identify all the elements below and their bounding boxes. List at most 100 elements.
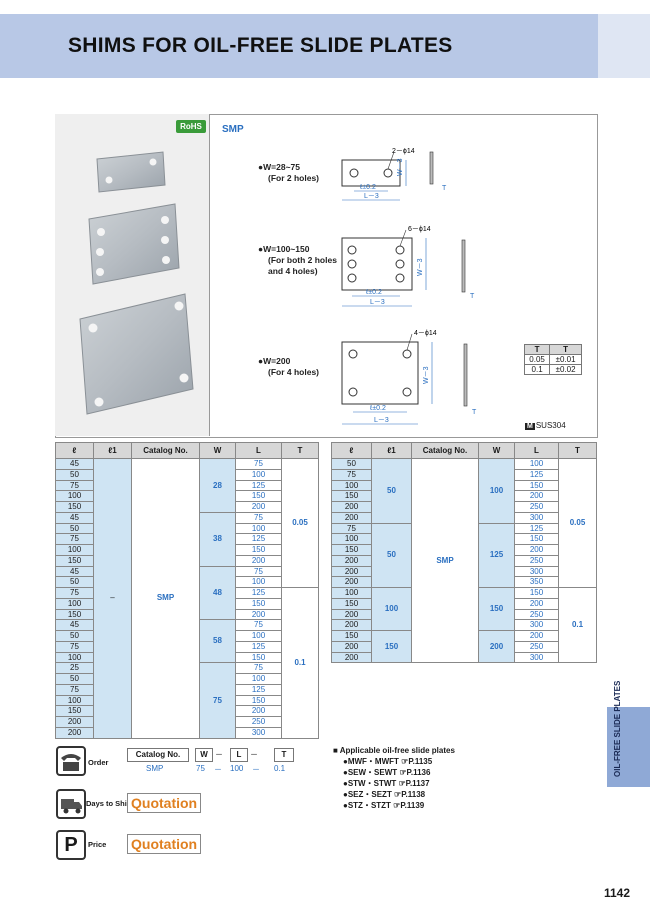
shim-large-image: [79, 293, 194, 415]
cell-l: 50: [55, 468, 94, 481]
cell-l1: 50: [371, 522, 412, 588]
diagram-2-W: W－3: [417, 258, 424, 276]
cell-l: 200: [55, 716, 94, 728]
cell-L: 125: [235, 587, 282, 599]
order-t-cell: T: [274, 748, 294, 762]
diagram-3: 4－ϕ14 ℓ±0.2 L－3 W－3 T: [336, 328, 486, 437]
cell-l: 75: [331, 468, 372, 481]
diagram-1-T: T: [442, 185, 447, 192]
truck-icon: [56, 789, 86, 819]
cell-l: 45: [55, 458, 94, 470]
cell-l1: 100: [371, 587, 412, 631]
cell-L: 300: [514, 565, 559, 578]
cell-L: 150: [235, 544, 282, 556]
cell-w: 75: [199, 662, 236, 739]
col-l1: ℓ1: [93, 442, 132, 459]
diagram-2-holes-label: 6－ϕ14: [408, 226, 431, 233]
side-tab: [607, 707, 650, 787]
cell-l: 50: [55, 522, 94, 535]
diagram-1-L: L－3: [364, 193, 379, 200]
diagram-1-l-tol: ℓ±0.2: [359, 184, 376, 191]
cell-L: 100: [235, 468, 282, 481]
days-to-ship-label: Days to Ship: [86, 799, 132, 808]
diagram-3-T: T: [472, 409, 477, 416]
cell-l: 25: [55, 662, 94, 674]
shim-medium-image: [88, 203, 180, 285]
cell-L: 150: [514, 587, 559, 599]
cell-L: 150: [235, 597, 282, 610]
cell-l1: –: [93, 458, 132, 739]
table-row: 50 100: [55, 468, 319, 481]
cell-L: 200: [514, 490, 559, 502]
applicable-item: ●SEZ・SEZT ☞P.1138: [343, 790, 426, 799]
cell-L: 200: [235, 501, 282, 513]
order-example-dash: －: [214, 765, 222, 774]
cell-L: 200: [514, 597, 559, 610]
cell-L: 75: [235, 511, 282, 524]
cell-L: 100: [235, 673, 282, 685]
applicable-item: ●STZ・STZT ☞P.1139: [343, 801, 425, 810]
cell-l1: 50: [371, 458, 412, 524]
cell-L: 250: [514, 554, 559, 567]
days-to-ship-value: Quotation: [127, 793, 202, 813]
order-example-catalog: SMP: [146, 764, 164, 773]
col-L: L: [235, 442, 282, 459]
product-type-label: SMP: [222, 124, 244, 135]
col-t: T: [281, 442, 319, 459]
cell-l: 200: [331, 576, 372, 588]
cell-L: 300: [514, 619, 559, 631]
cell-l: 200: [331, 565, 372, 578]
cell-l: 75: [55, 640, 94, 653]
cell-l: 50: [331, 458, 372, 470]
diagram-2-T: T: [470, 293, 475, 300]
col-catalog: Catalog No.: [131, 442, 200, 459]
cell-L: 300: [514, 511, 559, 524]
applicable-plates: ■ Applicable oil-free slide plates ●MWF・…: [333, 745, 455, 811]
col-w: W: [199, 442, 236, 459]
col-l: ℓ: [331, 442, 372, 459]
cell-l: 45: [55, 619, 94, 631]
header-band: [0, 14, 598, 78]
col-t: T: [558, 442, 597, 459]
cell-l: 50: [55, 673, 94, 685]
price-icon: P: [56, 830, 86, 860]
cell-l: 100: [55, 694, 94, 707]
cell-L: 300: [235, 726, 282, 739]
cell-w: 125: [478, 522, 515, 588]
cell-l: 50: [55, 630, 94, 642]
cell-t: 0.05: [281, 458, 319, 588]
col-l: ℓ: [55, 442, 94, 459]
col-w: W: [478, 442, 515, 459]
cell-l: 75: [55, 587, 94, 599]
cell-w: 28: [199, 458, 236, 513]
cell-catalog: SMP: [411, 457, 479, 664]
applicable-item: ●STW・STWT ☞P.1137: [343, 779, 430, 788]
cell-L: 200: [514, 630, 559, 642]
order-catalog-cell: Catalog No.: [127, 748, 189, 762]
cell-L: 150: [514, 479, 559, 492]
cell-L: 300: [514, 651, 559, 664]
cell-L: 75: [235, 458, 282, 470]
cell-l: 150: [55, 608, 94, 621]
diagram-3-L: L－3: [374, 417, 389, 424]
cell-t: 0.1: [558, 586, 597, 664]
cell-w: 58: [199, 619, 236, 664]
cell-L: 200: [235, 554, 282, 567]
cell-L: 200: [235, 705, 282, 717]
cell-l: 100: [55, 544, 94, 556]
cell-l: 200: [55, 726, 94, 739]
page-number: 1142: [604, 886, 631, 900]
cell-L: 100: [235, 522, 282, 535]
